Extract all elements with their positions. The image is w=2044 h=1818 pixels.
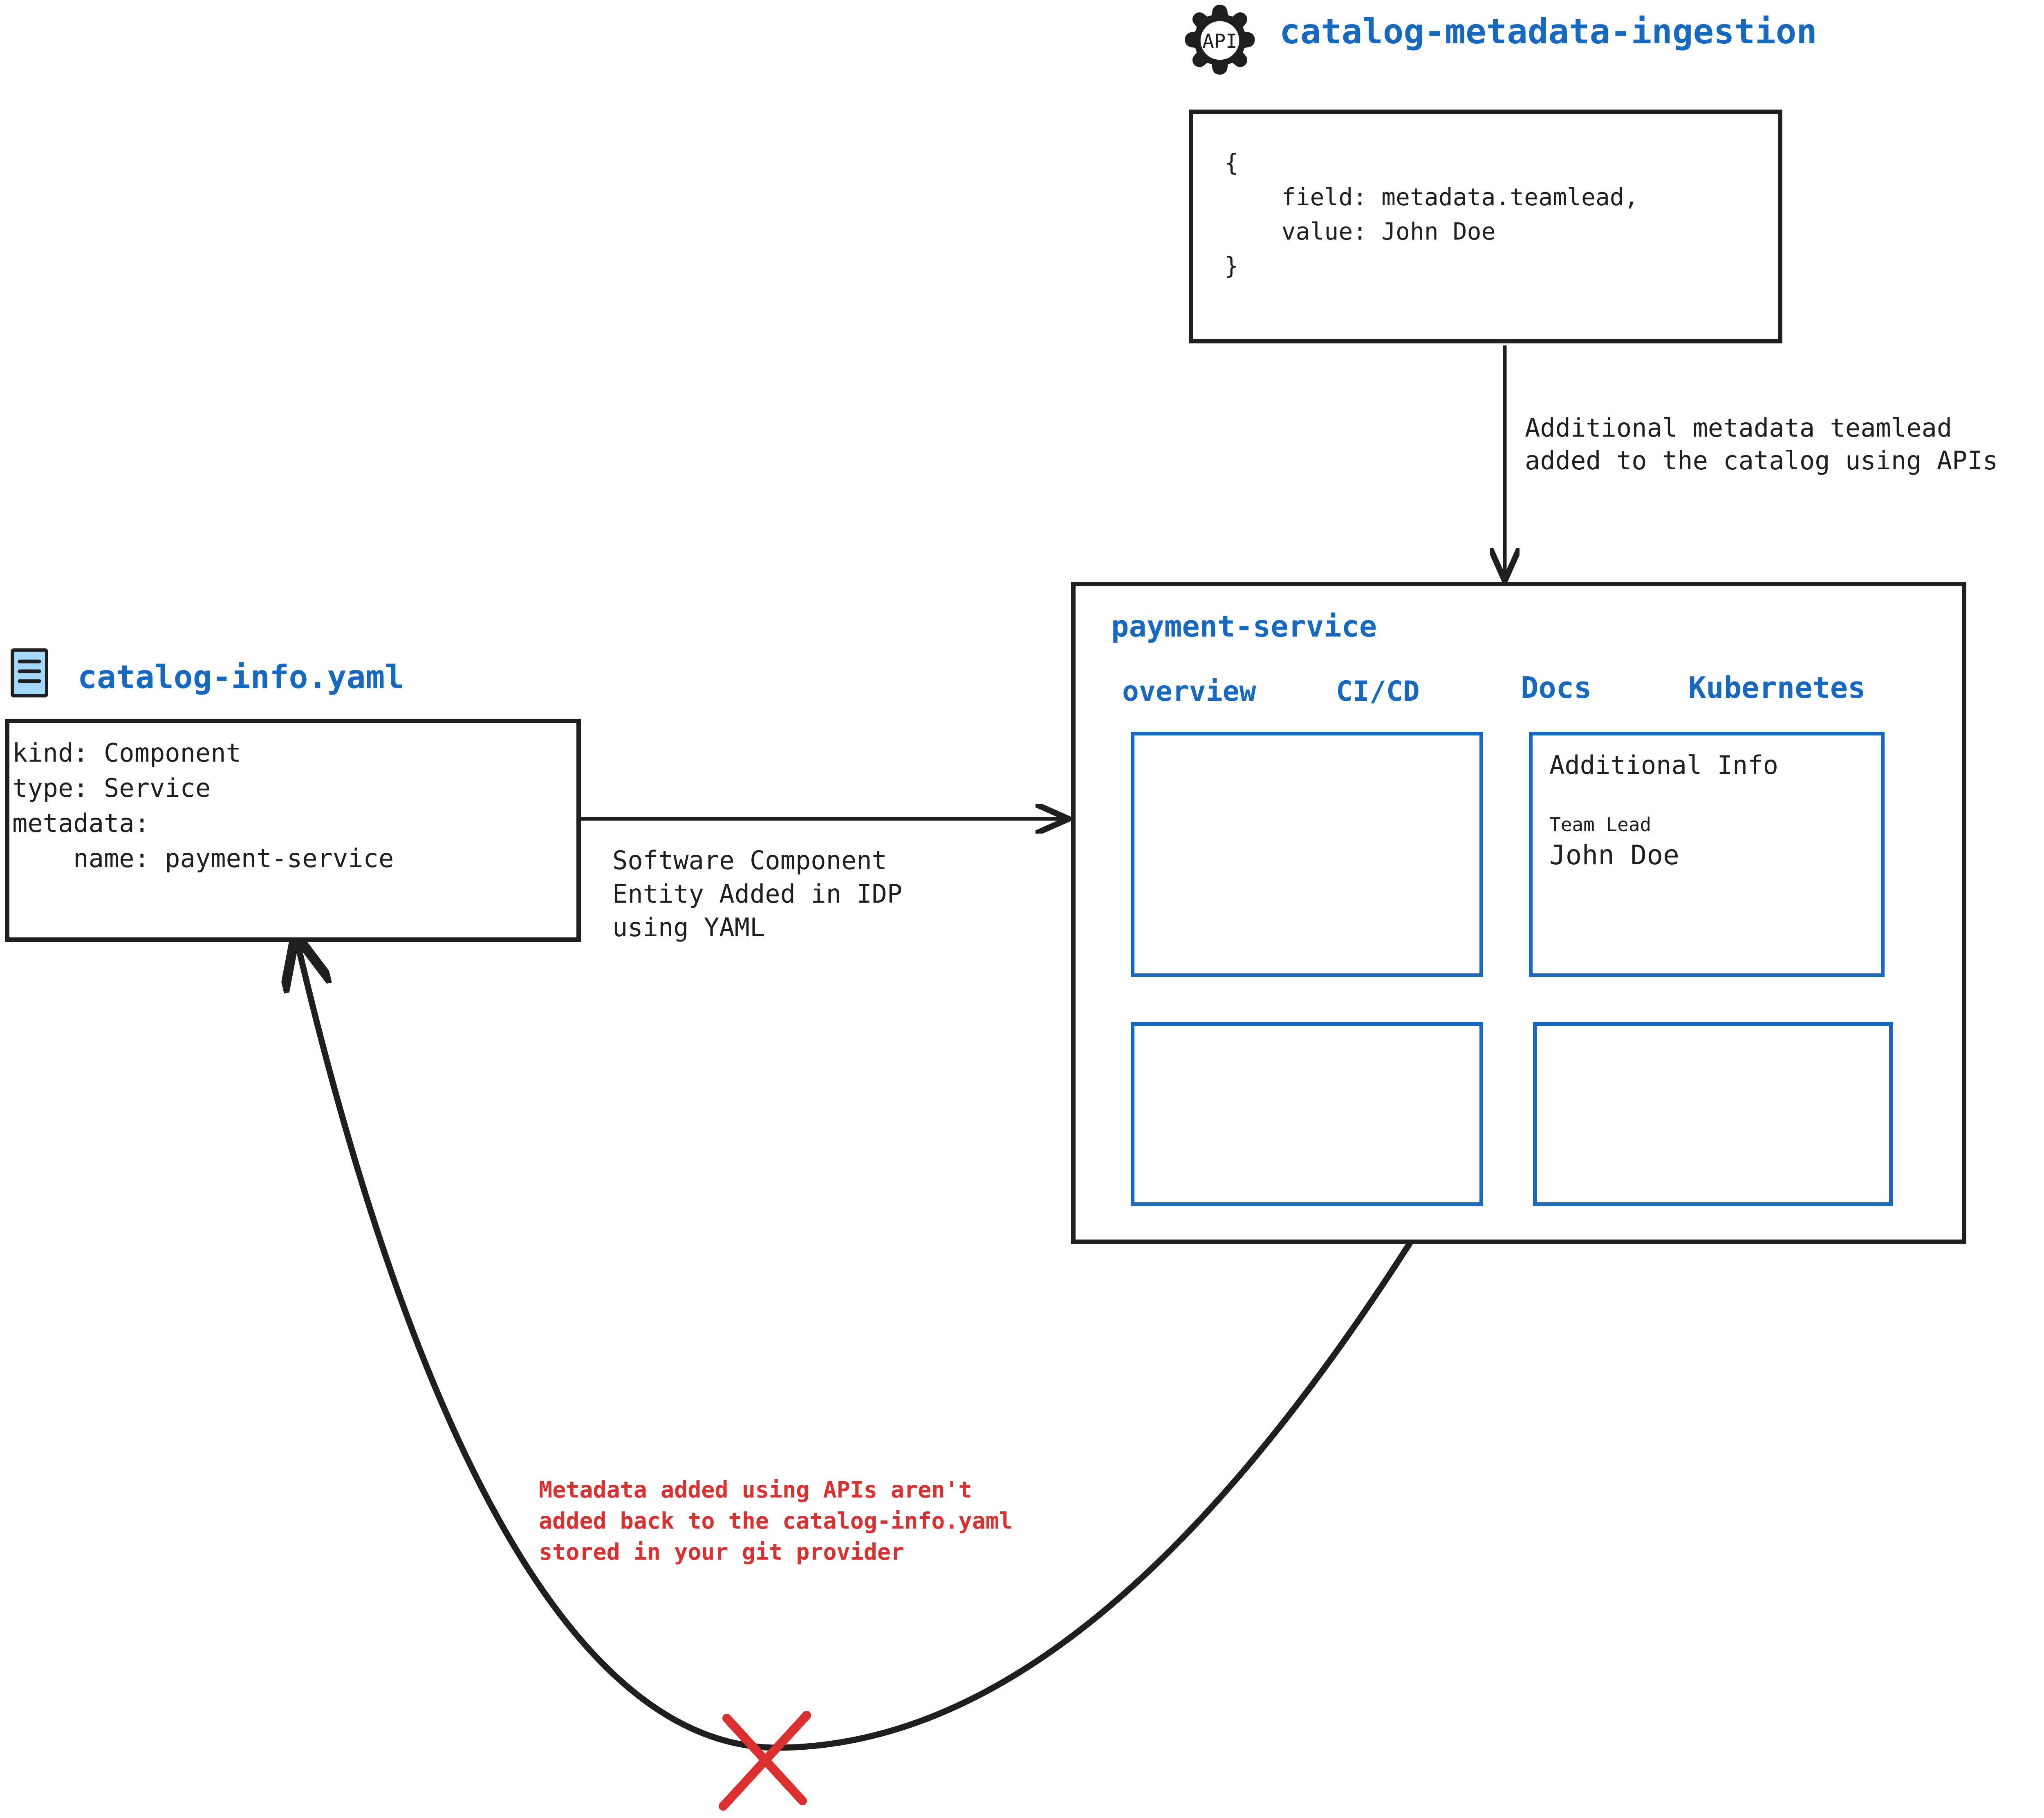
- api-code-box: [1189, 110, 1782, 343]
- yaml-code-line-0: kind: Component: [12, 738, 241, 768]
- api-code-line-2: value: John Doe: [1224, 217, 1496, 245]
- yaml-file-icon: [11, 648, 48, 697]
- yaml-code-line-1: type: Service: [12, 773, 211, 803]
- additional-info-card[interactable]: [1529, 732, 1885, 977]
- api-gear-label: API: [1202, 30, 1237, 53]
- additional-info-heading: Additional Info: [1549, 750, 1778, 780]
- yaml-node-title: catalog-info.yaml: [78, 659, 404, 696]
- empty-card-bottom-right[interactable]: [1533, 1022, 1893, 1206]
- api-code-line-1: field: metadata.teamlead,: [1224, 183, 1638, 211]
- additional-info-field-value: John Doe: [1549, 839, 1679, 871]
- edge-label-api-to-panel-line-0: Additional metadata teamlead: [1525, 413, 1952, 443]
- api-gear-icon: API: [1185, 4, 1255, 75]
- warning-label-line-0: Metadata added using APIs aren't: [539, 1477, 972, 1503]
- tab-ci-cd[interactable]: CI/CD: [1336, 675, 1420, 708]
- panel-title: payment-service: [1111, 609, 1377, 643]
- edge-label-api-to-panel-line-1: added to the catalog using APIs: [1525, 446, 1998, 475]
- warning-label-line-2: stored in your git provider: [539, 1539, 905, 1565]
- tab-kubernetes[interactable]: Kubernetes: [1688, 670, 1866, 705]
- empty-card-bottom-left[interactable]: [1131, 1022, 1483, 1206]
- edge-label-yaml-to-panel-line-1: Entity Added in IDP: [612, 879, 903, 909]
- red-x-mark: [719, 1711, 811, 1811]
- api-node-title: catalog-metadata-ingestion: [1280, 11, 1817, 52]
- tab-overview[interactable]: overview: [1122, 675, 1256, 708]
- yaml-code-line-3: name: payment-service: [12, 843, 394, 873]
- tab-docs[interactable]: Docs: [1521, 670, 1592, 705]
- yaml-code-box: [5, 719, 581, 942]
- api-code-line-0: {: [1224, 149, 1239, 177]
- additional-info-field-label: Team Lead: [1549, 814, 1652, 836]
- edge-label-yaml-to-panel-line-0: Software Component: [612, 845, 887, 875]
- yaml-code-line-2: metadata:: [12, 808, 150, 838]
- warning-label-line-1: added back to the catalog-info.yaml: [539, 1508, 1013, 1534]
- empty-card-top-left[interactable]: [1131, 732, 1483, 977]
- api-code-line-3: }: [1224, 252, 1239, 280]
- edge-label-yaml-to-panel-line-2: using YAML: [612, 912, 765, 942]
